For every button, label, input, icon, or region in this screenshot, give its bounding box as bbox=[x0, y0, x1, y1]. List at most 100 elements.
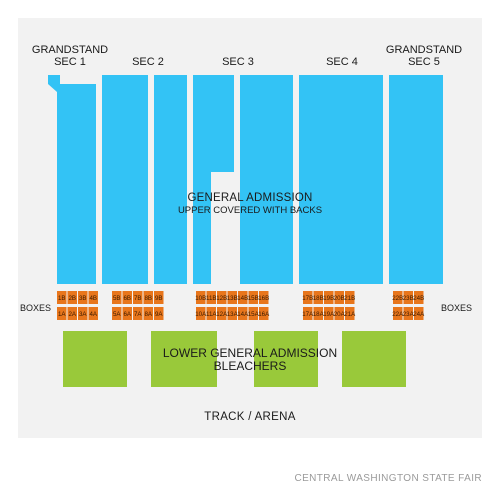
box-seat-6b[interactable] bbox=[122, 291, 133, 304]
box-seat-label-9a: 9A bbox=[155, 311, 163, 318]
lower-ga-bleacher-3[interactable] bbox=[254, 331, 318, 387]
box-seat-12b[interactable] bbox=[217, 291, 227, 304]
box-seat-10a[interactable] bbox=[196, 307, 206, 320]
box-seat-18a[interactable] bbox=[313, 307, 324, 320]
box-seat-22a[interactable] bbox=[393, 307, 403, 320]
box-seat-13a[interactable] bbox=[227, 307, 238, 320]
box-seat-label-10b: 10B bbox=[195, 295, 206, 302]
box-seat-16b[interactable] bbox=[259, 291, 269, 304]
box-seat-label-12b: 12B bbox=[216, 295, 227, 302]
box-seat-label-18b: 18B bbox=[313, 295, 324, 302]
box-seat-7b[interactable] bbox=[133, 291, 143, 304]
box-seat-4a[interactable] bbox=[88, 307, 99, 320]
box-seat-label-24b: 24B bbox=[413, 295, 424, 302]
box-seat-4b[interactable] bbox=[88, 291, 99, 304]
box-seat-12a[interactable] bbox=[217, 307, 227, 320]
box-seat-label-11b: 11B bbox=[206, 295, 217, 302]
box-seat-20b[interactable] bbox=[334, 291, 345, 304]
section-label-4-line2: SEC 4 bbox=[326, 56, 358, 68]
box-seat-label-16a: 16A bbox=[258, 311, 270, 318]
upper-ga-section-1[interactable] bbox=[48, 75, 96, 284]
box-seat-19b[interactable] bbox=[324, 291, 334, 304]
upper-ga-section-4[interactable] bbox=[299, 75, 383, 284]
section-label-3: SEC 3 bbox=[208, 56, 268, 68]
box-seat-11a[interactable] bbox=[206, 307, 217, 320]
lower-ga-bleacher-4[interactable] bbox=[342, 331, 406, 387]
box-seat-19a[interactable] bbox=[324, 307, 334, 320]
section-label-5: GRANDSTAND SEC 5 bbox=[382, 44, 466, 68]
lower-ga-bleacher-1[interactable] bbox=[63, 331, 127, 387]
upper-ga-subtitle: UPPER COVERED WITH BACKS bbox=[177, 205, 323, 216]
box-seat-15a[interactable] bbox=[248, 307, 259, 320]
box-seat-8b[interactable] bbox=[143, 291, 154, 304]
box-seat-1b[interactable] bbox=[57, 291, 67, 304]
box-seat-label-11a: 11A bbox=[206, 311, 217, 318]
box-seat-21a[interactable] bbox=[345, 307, 355, 320]
box-seat-23a[interactable] bbox=[403, 307, 414, 320]
box-seat-24b[interactable] bbox=[414, 291, 424, 304]
upper-ga-section-2[interactable] bbox=[102, 75, 148, 284]
box-seat-label-2a: 2A bbox=[68, 311, 76, 318]
box-seat-20a[interactable] bbox=[334, 307, 345, 320]
box-seat-label-17a: 17A bbox=[302, 311, 314, 318]
box-seat-label-3b: 3B bbox=[79, 295, 87, 302]
box-seat-15b[interactable] bbox=[248, 291, 259, 304]
lower-ga-bleacher-2[interactable] bbox=[151, 331, 217, 387]
box-seat-21b[interactable] bbox=[345, 291, 355, 304]
box-seat-18b[interactable] bbox=[313, 291, 324, 304]
box-seat-label-1b: 1B bbox=[58, 295, 66, 302]
box-seat-10b[interactable] bbox=[196, 291, 206, 304]
box-seat-label-17b: 17B bbox=[302, 295, 313, 302]
box-seat-3b[interactable] bbox=[78, 291, 88, 304]
box-seat-5a[interactable] bbox=[112, 307, 122, 320]
box-seat-2b[interactable] bbox=[67, 291, 78, 304]
box-seat-9a[interactable] bbox=[154, 307, 164, 320]
boxes-label-left: BOXES bbox=[20, 303, 52, 313]
box-seat-label-7b: 7B bbox=[134, 295, 142, 302]
box-seat-label-13b: 13B bbox=[227, 295, 238, 302]
box-seat-14a[interactable] bbox=[238, 307, 248, 320]
venue-footer: CENTRAL WASHINGTON STATE FAIR bbox=[294, 473, 482, 484]
box-seat-8a[interactable] bbox=[143, 307, 154, 320]
upper-ga-section-3-left[interactable] bbox=[154, 75, 187, 284]
box-seat-17a[interactable] bbox=[303, 307, 313, 320]
lower-ga-title-line1: LOWER GENERAL ADMISSION bbox=[162, 346, 338, 360]
box-seat-3a[interactable] bbox=[78, 307, 88, 320]
box-seat-14b[interactable] bbox=[238, 291, 248, 304]
box-seat-label-23b: 23B bbox=[403, 295, 414, 302]
box-seat-6a[interactable] bbox=[122, 307, 133, 320]
box-seat-23b[interactable] bbox=[403, 291, 414, 304]
box-seat-11b[interactable] bbox=[206, 291, 217, 304]
box-seat-label-22a: 22A bbox=[392, 311, 404, 318]
box-seat-9b[interactable] bbox=[154, 291, 164, 304]
box-seat-7a[interactable] bbox=[133, 307, 143, 320]
box-seat-label-8a: 8A bbox=[144, 311, 152, 318]
upper-ga-section-5[interactable] bbox=[389, 75, 443, 284]
box-seat-5b[interactable] bbox=[112, 291, 122, 304]
section-label-5-line2: SEC 5 bbox=[408, 56, 440, 68]
box-seat-label-3a: 3A bbox=[79, 311, 87, 318]
box-seat-label-15a: 15A bbox=[248, 311, 260, 318]
box-seat-label-18a: 18A bbox=[313, 311, 325, 318]
box-seat-22b[interactable] bbox=[393, 291, 403, 304]
box-seat-label-20a: 20A bbox=[334, 311, 346, 318]
box-seat-1a[interactable] bbox=[57, 307, 67, 320]
box-seat-label-12a: 12A bbox=[216, 311, 228, 318]
box-seat-label-4a: 4A bbox=[89, 311, 97, 318]
box-seat-24a[interactable] bbox=[414, 307, 424, 320]
box-seat-label-19b: 19B bbox=[323, 295, 334, 302]
box-seat-13b[interactable] bbox=[227, 291, 238, 304]
box-seat-16a[interactable] bbox=[259, 307, 269, 320]
lower-ga-title-line2: BLEACHERS bbox=[213, 359, 287, 373]
upper-ga-section-3-right[interactable] bbox=[240, 75, 293, 284]
section-label-5-line1: GRANDSTAND bbox=[385, 44, 463, 56]
box-seat-label-5b: 5B bbox=[113, 295, 121, 302]
box-seat-2a[interactable] bbox=[67, 307, 78, 320]
upper-ga-section-3-center[interactable] bbox=[193, 75, 234, 284]
box-seat-label-9b: 9B bbox=[155, 295, 163, 302]
section-label-1-line2: SEC 1 bbox=[54, 56, 86, 68]
upper-ga-title: GENERAL ADMISSION bbox=[187, 192, 313, 204]
section-label-1-line1: GRANDSTAND bbox=[31, 44, 109, 56]
box-seat-17b[interactable] bbox=[303, 291, 313, 304]
